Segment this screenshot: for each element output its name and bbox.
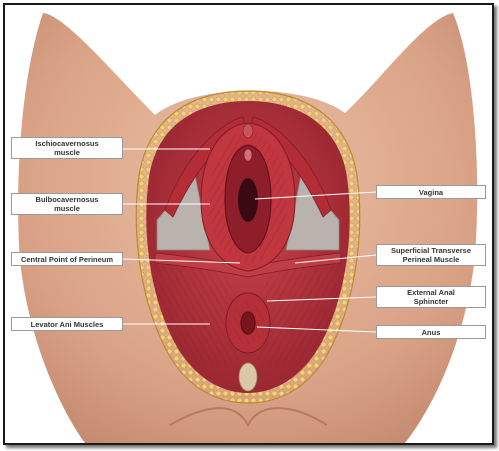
label-levator-ani-muscles: Levator Ani Muscles	[11, 317, 123, 331]
label-ischiocavernosus: Ischiocavernosus muscle	[11, 137, 123, 159]
diagram-frame: Ischiocavernosus muscle Bulbocavernosus …	[3, 3, 494, 445]
anus	[240, 311, 256, 335]
perineum-illustration	[5, 5, 492, 443]
label-bulbocavernosus: Bulbocavernosus muscle	[11, 193, 123, 215]
label-anus: Anus	[376, 325, 486, 339]
levator-ani-muscle	[154, 251, 245, 366]
levator-ani-muscle-right	[251, 251, 342, 366]
label-external-anal-sphincter: External Anal Sphincter	[376, 286, 486, 308]
label-central-point-of-perineum: Central Point of Perineum	[11, 252, 123, 266]
label-superficial-transverse-perineal-muscle: Superficial Transverse Perineal Muscle	[376, 244, 486, 266]
coccyx-tip	[238, 362, 258, 392]
leader-lines	[122, 148, 377, 333]
label-vagina: Vagina	[376, 185, 486, 199]
